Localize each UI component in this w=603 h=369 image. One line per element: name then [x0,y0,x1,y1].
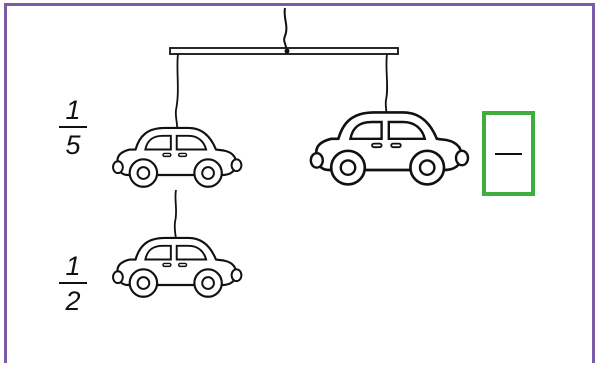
fraction-denominator: 2 [58,287,88,315]
fraction-bar [59,282,87,284]
car-icon [113,128,241,187]
middle-string [175,190,176,240]
car-icon [311,112,468,184]
fraction-bar [59,126,87,128]
fraction-denominator: 5 [58,131,88,159]
top-string [284,8,286,52]
answer-input-box[interactable] [482,111,535,196]
answer-fraction-bar [495,153,522,155]
fraction-numerator: 1 [58,252,88,280]
crossbar-pivot [285,49,290,54]
fraction-bottom-left: 1 2 [58,252,88,315]
car-icon [113,238,241,297]
left-string [176,54,178,130]
crossbar [170,48,398,54]
fraction-numerator: 1 [58,96,88,124]
right-string [386,54,387,114]
fraction-top-left: 1 5 [58,96,88,159]
